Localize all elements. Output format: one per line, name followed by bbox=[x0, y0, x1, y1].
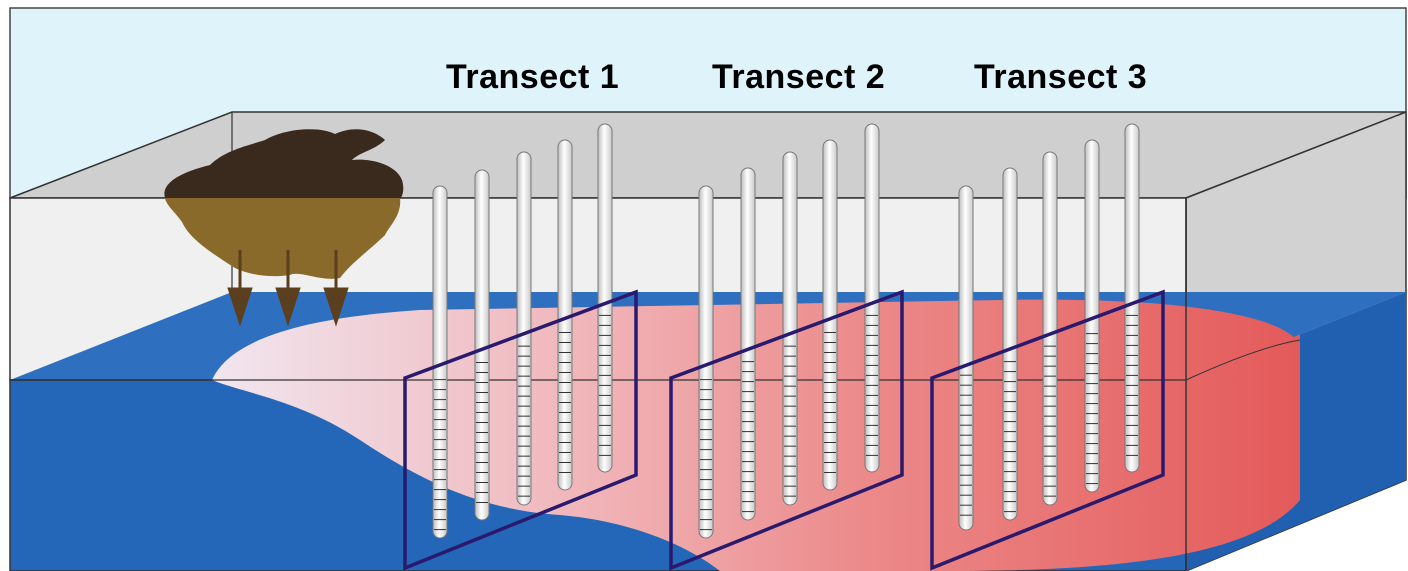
monitoring-well bbox=[958, 185, 974, 531]
monitoring-well bbox=[474, 169, 490, 521]
transect-2-title: Transect 2 bbox=[712, 58, 886, 96]
monitoring-well bbox=[822, 139, 838, 491]
plume-edge-curve bbox=[1185, 339, 1301, 381]
monitoring-well bbox=[1124, 123, 1140, 473]
frames-layer bbox=[403, 289, 1165, 571]
monitoring-well bbox=[597, 123, 613, 473]
contaminant-source-icon bbox=[164, 129, 404, 327]
monitoring-well bbox=[782, 151, 798, 506]
wells-layer bbox=[432, 123, 1140, 539]
transect-2-frame bbox=[669, 289, 904, 571]
transect-1-title: Transect 1 bbox=[446, 58, 620, 96]
transect-1-frame bbox=[403, 289, 638, 571]
monitoring-well bbox=[698, 185, 714, 539]
monitoring-well bbox=[864, 123, 880, 473]
monitoring-well bbox=[516, 151, 532, 506]
monitoring-well bbox=[1002, 167, 1018, 521]
transect-3-frame bbox=[930, 289, 1165, 571]
infiltration-arrows bbox=[227, 250, 349, 327]
transect-3-title: Transect 3 bbox=[974, 58, 1148, 96]
monitoring-well bbox=[740, 167, 756, 521]
monitoring-well bbox=[1042, 151, 1058, 506]
